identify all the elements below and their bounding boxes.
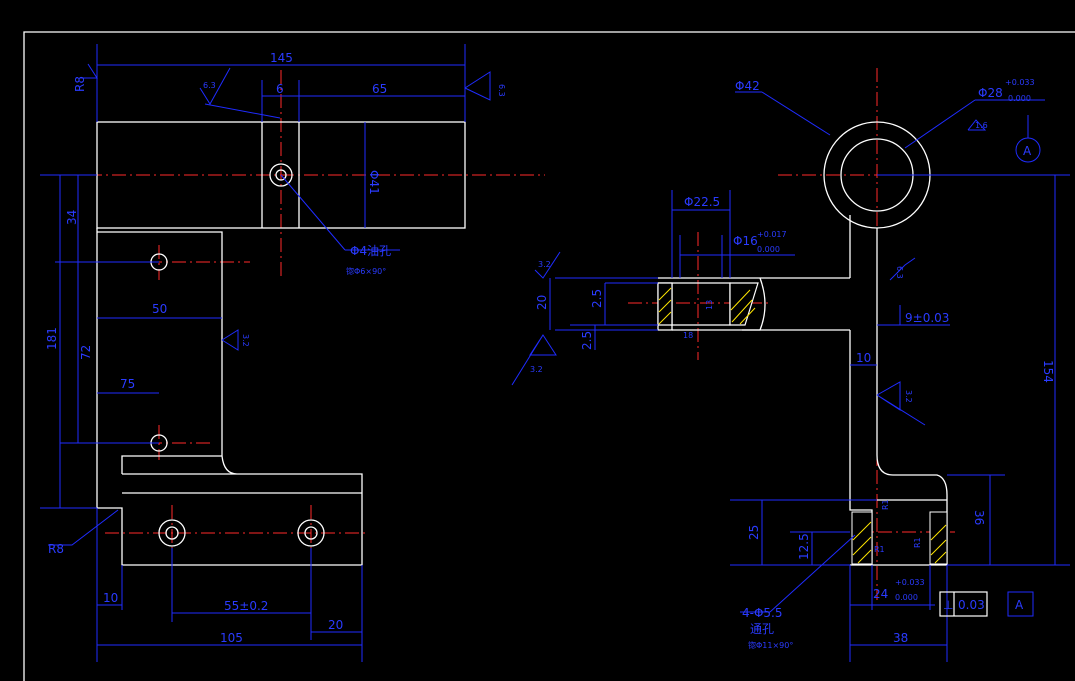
left-view: 145 6 65 Φ41 181 34 72 50 75 10 55±0.2 2… bbox=[40, 44, 545, 662]
holes-through-note: 通孔 bbox=[750, 622, 774, 636]
dim-10-right: 10 bbox=[856, 351, 871, 365]
tol-datum: A bbox=[1015, 598, 1024, 612]
dim-13: 13 bbox=[705, 300, 714, 310]
hatch-hole-right bbox=[929, 511, 948, 565]
dim-9: 9±0.03 bbox=[905, 311, 949, 325]
dim-10: 10 bbox=[103, 591, 118, 605]
tol-phi28-lower: 0.000 bbox=[1008, 94, 1031, 103]
dim-65: 65 bbox=[372, 82, 387, 96]
oil-hole-note: Φ4油孔 bbox=[350, 244, 391, 258]
dim-12-5: 12.5 bbox=[797, 533, 811, 560]
roughness-6-3-right-view: 6.3 bbox=[895, 266, 904, 279]
roughness-3-2-mid-bottom: 3.2 bbox=[530, 365, 543, 374]
dim-6: 6 bbox=[276, 82, 284, 96]
tol-value: 0.03 bbox=[958, 598, 985, 612]
oil-hole-subnote: 锪Φ6×90° bbox=[346, 266, 386, 276]
dim-55: 55±0.2 bbox=[224, 599, 268, 613]
roughness-1-6: 1.6 bbox=[975, 121, 988, 130]
hatch-right bbox=[729, 282, 759, 326]
dim-181: 181 bbox=[45, 327, 59, 350]
dim-phi41: Φ41 bbox=[367, 170, 381, 195]
dim-72: 72 bbox=[79, 345, 93, 360]
radius-r8-top: R8 bbox=[73, 76, 87, 92]
dim-36: 36 bbox=[972, 510, 986, 525]
tol-phi28-upper: +0.033 bbox=[1005, 78, 1035, 87]
tolerance-frame: ⊥ 0.03 A bbox=[939, 591, 1034, 617]
roughness-3-2-left: 3.2 bbox=[241, 334, 250, 347]
dim-154: 154 bbox=[1041, 360, 1055, 383]
oil-hole-outer bbox=[269, 163, 293, 187]
roughness-3-2-right: 3.2 bbox=[904, 390, 913, 403]
datum-a-label: A bbox=[1023, 144, 1032, 158]
dim-20-mid: 20 bbox=[535, 295, 549, 310]
dim-75: 75 bbox=[120, 377, 135, 391]
middle-section-view: Φ22.5 Φ16 +0.017 0.000 20 2.5 2.5 13 18 … bbox=[511, 190, 850, 386]
tol-phi16-lower: 0.000 bbox=[757, 245, 780, 254]
radius-r1-c: R1 bbox=[874, 545, 885, 554]
roughness-6-3-right: 6.3 bbox=[497, 84, 506, 97]
dim-50: 50 bbox=[152, 302, 167, 316]
radius-r1-b: R1 bbox=[913, 537, 922, 548]
dim-20: 20 bbox=[328, 618, 343, 632]
dim-phi28: Φ28 bbox=[978, 86, 1003, 100]
tol-24-lower: 0.000 bbox=[895, 593, 918, 602]
radius-r8-bottom: R8 bbox=[48, 542, 64, 556]
holes-countersink-note: 锪Φ11×90° bbox=[748, 640, 793, 650]
right-view: Φ42 Φ28 +0.033 0.000 A 1.6 154 9±0.03 10… bbox=[730, 68, 1070, 662]
tol-24-upper: +0.033 bbox=[895, 578, 925, 587]
dim-145: 145 bbox=[270, 51, 293, 65]
tol-phi16-upper: +0.017 bbox=[757, 230, 787, 239]
dim-2-5-a: 2.5 bbox=[590, 289, 604, 308]
oil-hole-inner bbox=[275, 169, 287, 181]
radius-r1-a: R1 bbox=[881, 499, 890, 510]
dim-phi42: Φ42 bbox=[735, 79, 760, 93]
dim-38: 38 bbox=[893, 631, 908, 645]
datum-a-circle bbox=[1015, 137, 1041, 163]
dim-18: 18 bbox=[683, 331, 693, 340]
roughness-6-3-top: 6.3 bbox=[203, 81, 216, 90]
dim-phi16: Φ16 bbox=[733, 234, 758, 248]
dim-25-right: 25 bbox=[747, 525, 761, 540]
dim-2-5-b: 2.5 bbox=[580, 331, 594, 350]
dim-34: 34 bbox=[65, 210, 79, 225]
dim-phi22-5: Φ22.5 bbox=[684, 195, 720, 209]
dim-105: 105 bbox=[220, 631, 243, 645]
roughness-3-2-mid-top: 3.2 bbox=[538, 260, 551, 269]
dim-24: 24 bbox=[873, 587, 888, 601]
tol-symbol: ⊥ bbox=[943, 598, 953, 612]
holes-note: 4-Φ5.5 bbox=[742, 606, 783, 620]
drawing-frame bbox=[23, 31, 1075, 681]
